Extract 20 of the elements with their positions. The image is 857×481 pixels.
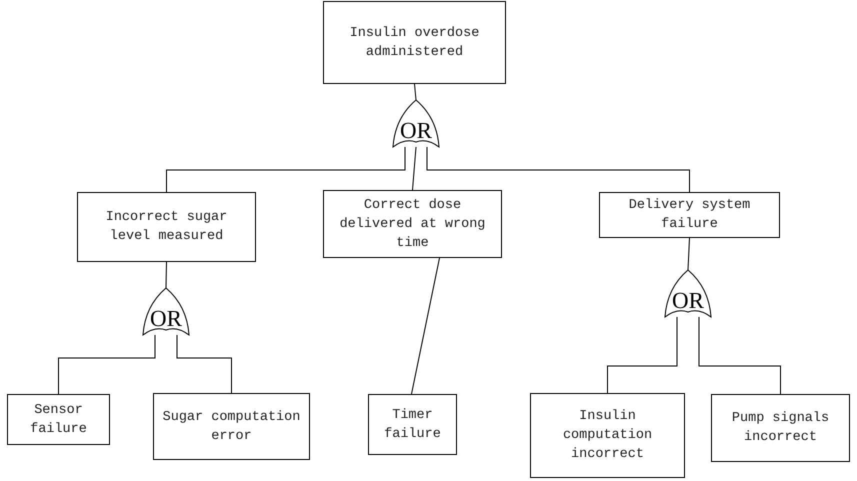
connector-line [698, 316, 781, 394]
event-box: Correct dose delivered at wrong time [323, 190, 502, 258]
event-box: Sensor failure [7, 394, 110, 445]
event-box: Insulin computation incorrect [530, 393, 685, 478]
event-box: Timer failure [368, 394, 457, 455]
connector-line [176, 334, 232, 394]
event-box: Pump signals incorrect [711, 394, 850, 462]
event-box: Incorrect sugar level measured [77, 192, 256, 262]
connector-line [414, 84, 416, 100]
event-box: Delivery system failure [599, 192, 780, 238]
connector-line [58, 334, 156, 394]
event-box: Sugar computation error [153, 393, 310, 460]
connector-line [166, 146, 406, 192]
connector-line [166, 262, 167, 288]
connector-line [412, 146, 416, 190]
connector-line [426, 146, 690, 192]
connector-line [688, 238, 690, 270]
event-box: Insulin overdose administered [323, 1, 506, 84]
connector-line [607, 316, 678, 394]
connector-line [411, 258, 440, 394]
